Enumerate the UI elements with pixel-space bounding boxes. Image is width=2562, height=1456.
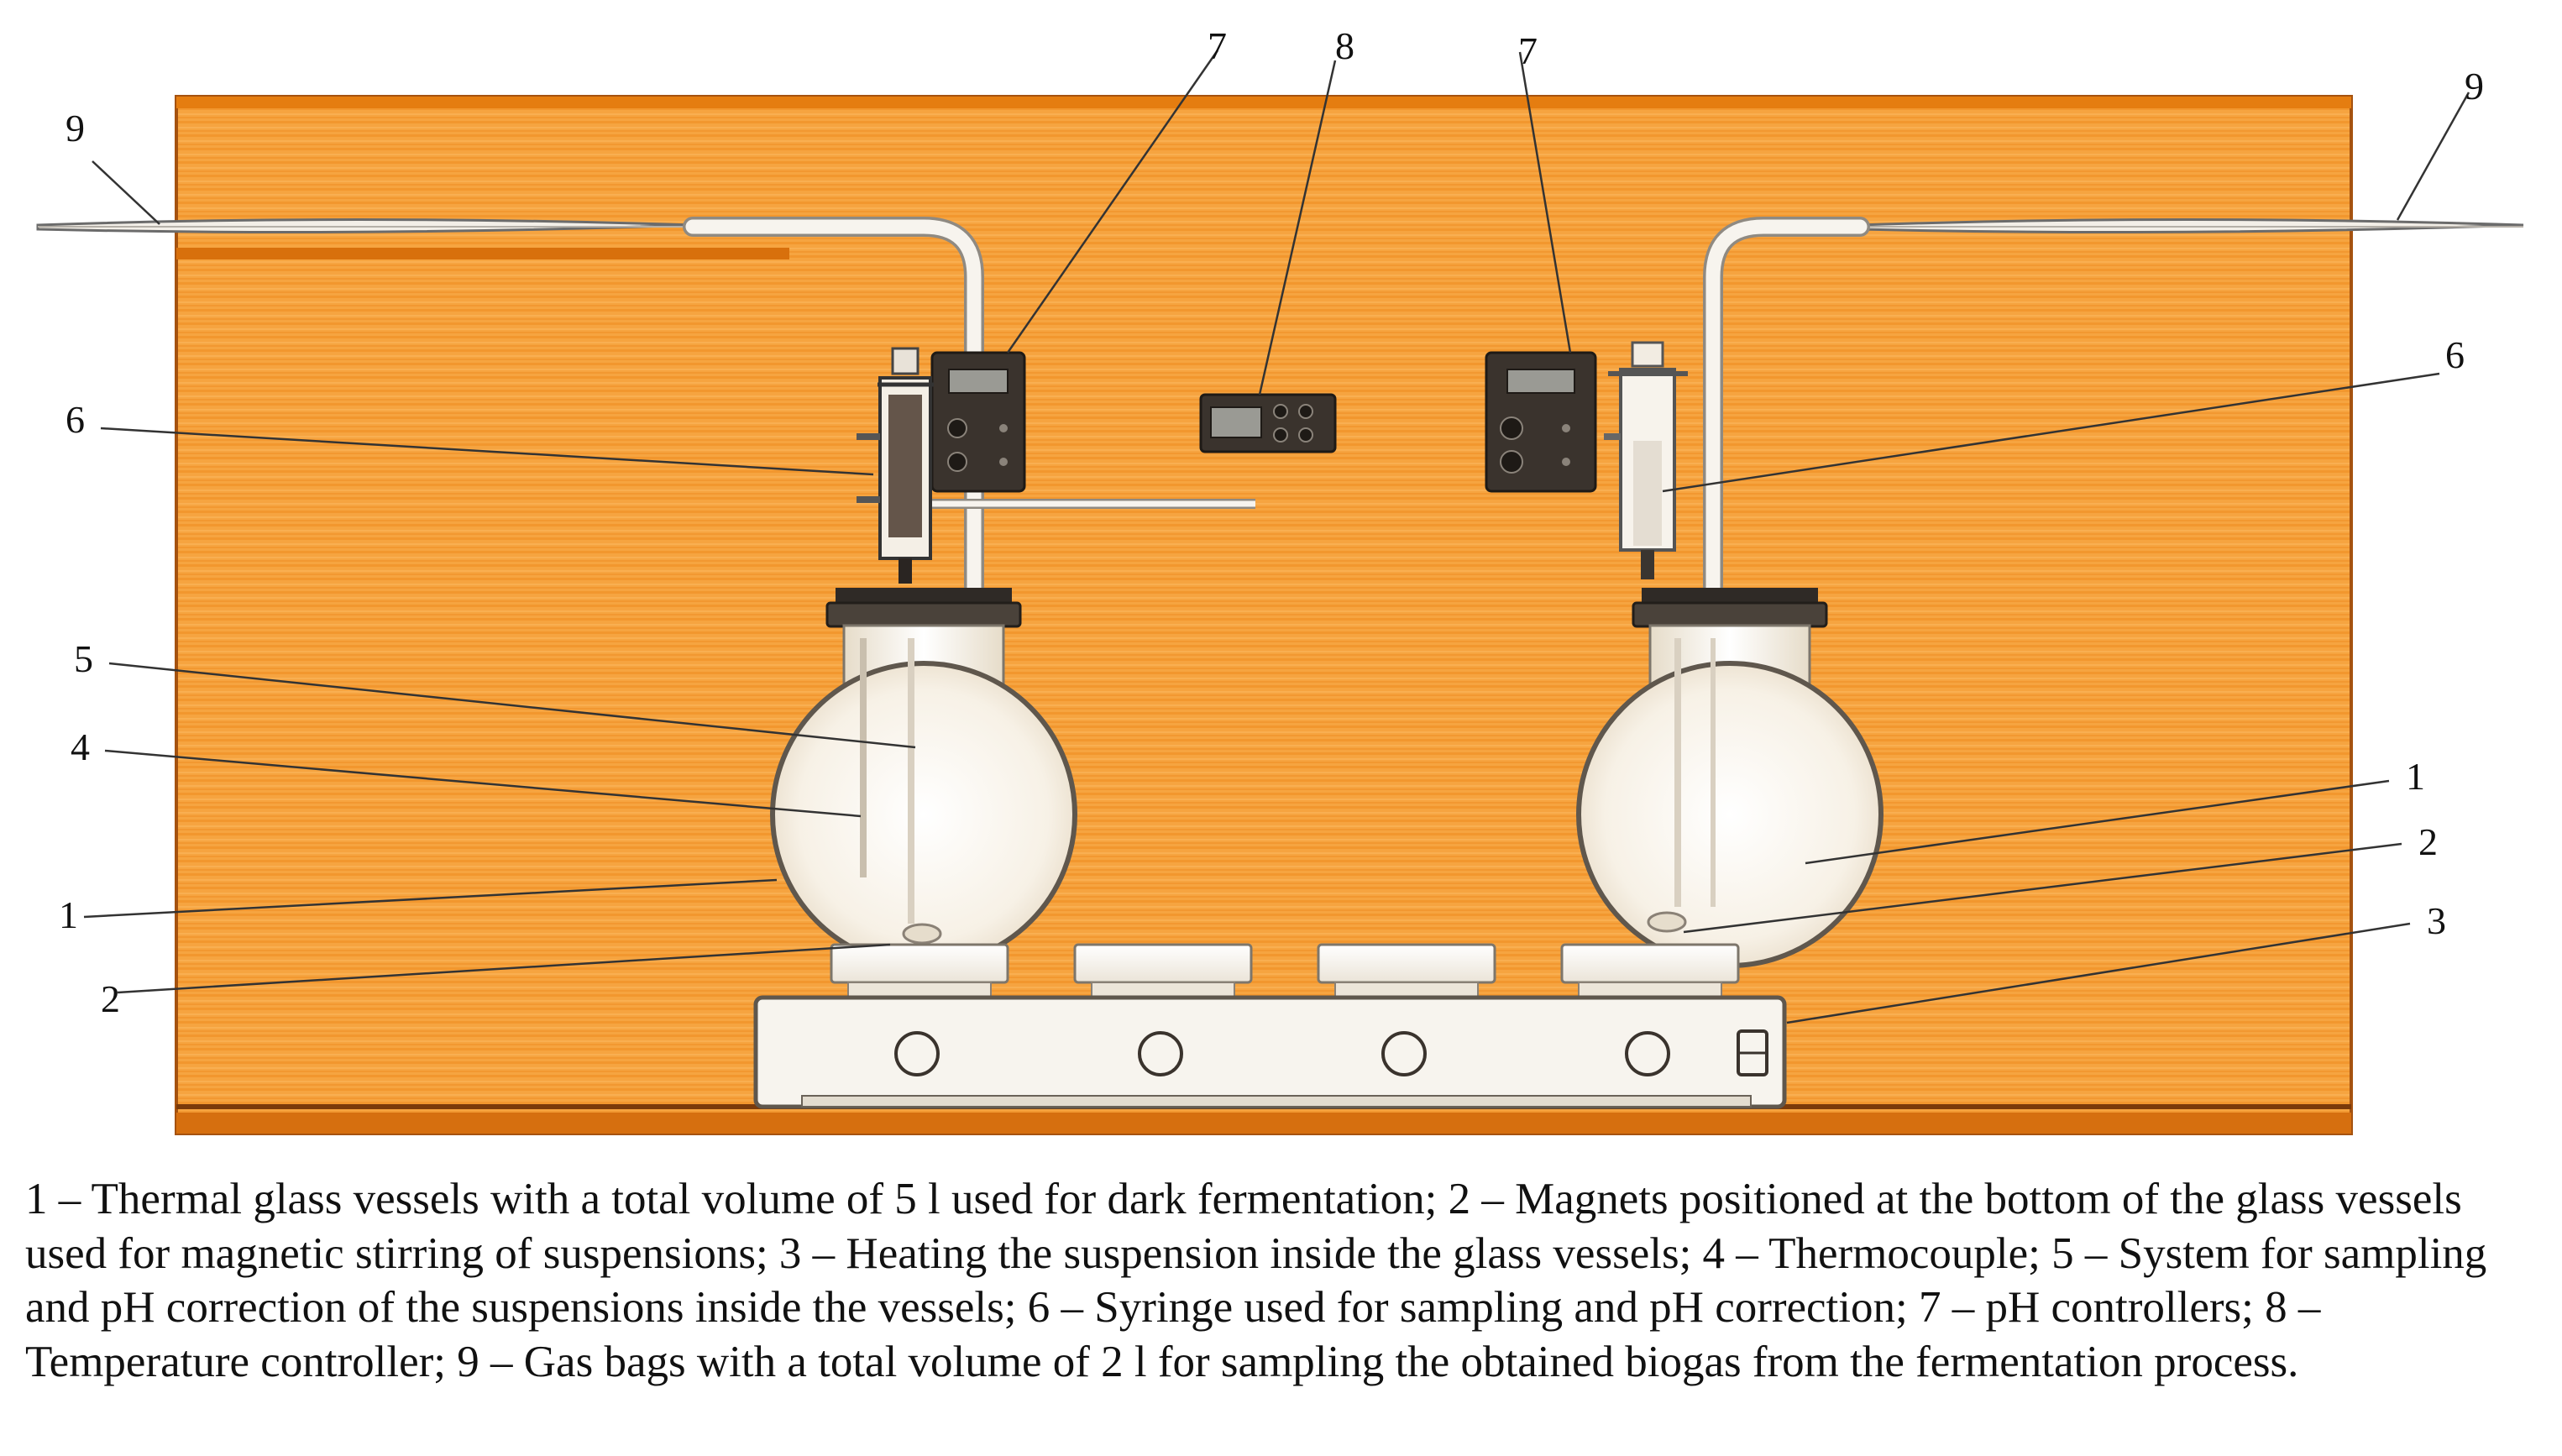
callout-6-left: 6 [65,398,85,441]
callout-4: 4 [71,725,90,768]
syringe-left [857,347,934,584]
flask-icon-left [770,588,1077,968]
wooden-board [175,95,2353,1135]
callout-6-right: 6 [2445,333,2465,376]
stir-magnet-right [1647,911,1687,933]
ph-controller-left [930,351,1026,493]
gas-bag-right [1858,218,2524,234]
callout-1-right: 1 [2406,755,2425,798]
flask-icon-right [1576,588,1884,968]
callout-9-left: 9 [65,107,85,149]
callout-7-left: 7 [1208,24,1227,67]
stir-magnet-left [902,923,942,945]
callout-7-right: 7 [1518,29,1538,72]
leader-lines [83,50,2470,1024]
callout-1-left: 1 [59,893,78,936]
callout-3: 3 [2427,899,2446,942]
callout-2-left: 2 [101,977,120,1020]
magnetic-stirrer-icon [753,943,1787,1109]
syringe-right [1604,341,1688,579]
temperature-controller [1199,393,1337,453]
callout-9-right: 9 [2465,65,2484,107]
callout-5: 5 [74,637,93,680]
callout-2-right: 2 [2418,820,2438,863]
callout-8: 8 [1335,24,1354,67]
ph-controller-right [1485,351,1597,493]
figure-caption: 1 – Thermal glass vessels with a total v… [25,1175,2487,1386]
